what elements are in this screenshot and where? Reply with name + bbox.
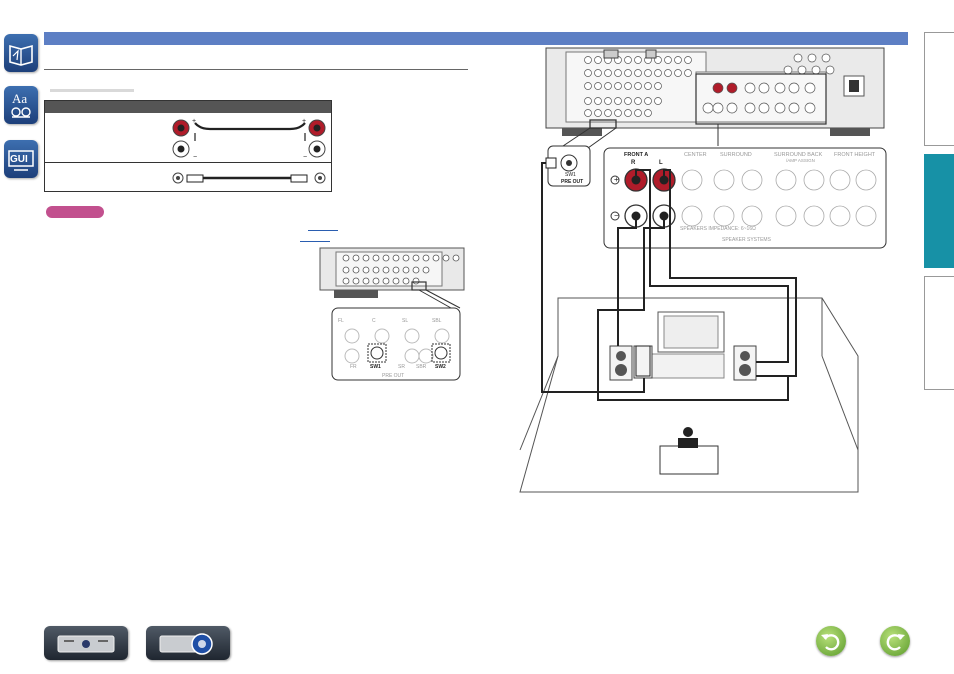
small-label-fr: FR [350, 364, 357, 370]
small-receiver-diagram [319, 247, 465, 381]
preout-label: PRE OUT [561, 179, 584, 185]
small-label-c: C [372, 318, 376, 324]
redo-arrow-icon [886, 634, 905, 651]
gui-icon[interactable]: GUI [4, 140, 38, 178]
speaker-impedance-label: SPEAKERS IMPEDANCE: 6~16Ω [680, 226, 756, 232]
small-label-sw1: SW1 [370, 364, 381, 370]
small-label-sw2: SW2 [435, 364, 446, 370]
speaker-systems-label: SPEAKER SYSTEMS [722, 237, 771, 243]
aa-icon[interactable]: Aa [4, 86, 38, 124]
gui-label: GUI [10, 154, 28, 165]
connection-table: + + − − [44, 100, 332, 192]
surround-back-label: SURROUND BACK [774, 152, 823, 158]
connection-table-separator [45, 162, 331, 163]
forward-button[interactable] [880, 626, 910, 656]
section-rule [44, 69, 468, 70]
subtitle-bar [50, 89, 134, 92]
surround-back-sub: /AMP ASSIGN [786, 158, 815, 163]
connection-table-header [45, 101, 331, 113]
small-label-fl: FL [338, 318, 344, 324]
tab-top[interactable] [924, 32, 954, 146]
center-label: CENTER [684, 152, 707, 158]
small-label-sr: SR [398, 364, 405, 370]
receiver-rear-diagram [519, 47, 887, 493]
receiver-front-icon [57, 635, 115, 653]
undo-arrow-icon [821, 634, 840, 651]
tab-bottom[interactable] [924, 276, 954, 390]
small-label-sbr: SBR [416, 364, 427, 370]
header-band [44, 32, 908, 45]
svg-text:+: + [302, 118, 306, 125]
front-a-channel-l: L [659, 160, 663, 166]
terminal-minus-sign: − [614, 211, 619, 220]
cable-illustrations: + + − − [172, 118, 326, 184]
book-icon[interactable] [4, 34, 38, 72]
svg-text:Aa: Aa [12, 91, 27, 106]
link-underline-1[interactable] [308, 230, 338, 231]
svg-text:−: − [303, 154, 307, 161]
sw1-label: SW1 [565, 172, 576, 178]
front-a-channel-r: R [631, 160, 636, 166]
remote-button[interactable] [146, 626, 230, 660]
small-preout-label: PRE OUT [382, 373, 405, 379]
terminal-plus-sign: + [614, 175, 619, 184]
front-a-label: FRONT A [624, 152, 649, 158]
link-underline-2[interactable] [300, 241, 330, 242]
remote-icon [159, 633, 213, 655]
tab-active[interactable] [924, 154, 954, 268]
small-label-sbl: SBL [432, 318, 442, 324]
small-preout-panel: FL C SL SBL FR SW1 SR SBR SW2 PRE OUT [338, 318, 456, 379]
plus-left: + [192, 118, 196, 125]
svg-text:−: − [193, 154, 197, 161]
front-panel-button[interactable] [44, 626, 128, 660]
front-height-label: FRONT HEIGHT [834, 152, 876, 158]
note-badge [46, 206, 104, 218]
back-button[interactable] [816, 626, 846, 656]
small-label-sl: SL [402, 318, 409, 324]
surround-label: SURROUND [720, 152, 752, 158]
